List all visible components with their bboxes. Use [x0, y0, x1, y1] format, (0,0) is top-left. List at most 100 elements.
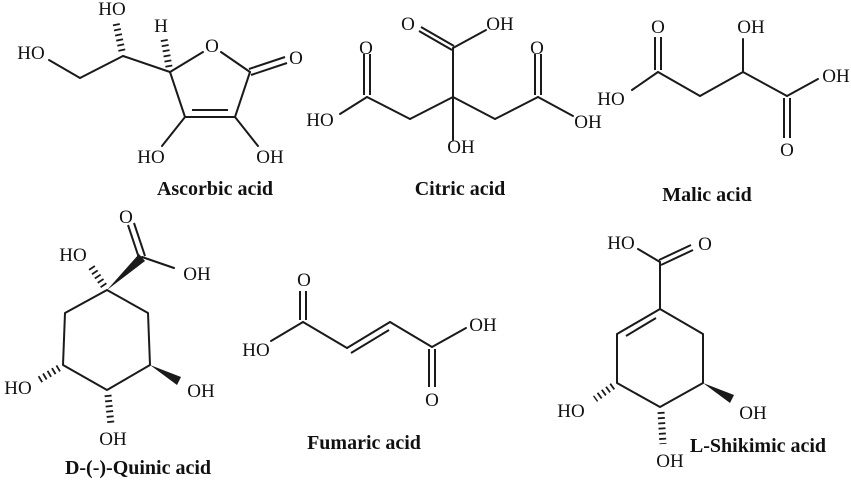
bond	[431, 327, 467, 348]
hashed-bond	[657, 411, 667, 445]
quinic-c4-hydroxyl-label: OH	[99, 429, 127, 450]
bond	[699, 71, 744, 97]
citric-top-carboxyl-hydroxyl-label: OH	[486, 14, 514, 35]
bond	[657, 71, 701, 97]
double-bond	[420, 26, 455, 47]
quinic-acid-name: D-(-)-Quinic acid	[65, 457, 211, 479]
cyclohexene-ring	[616, 308, 704, 408]
citric-acid-structure: O O OH O HO OH OH Citric acid	[306, 14, 602, 200]
bond	[452, 29, 487, 49]
fumaric-acid-name: Fumaric acid	[307, 432, 421, 454]
bond	[234, 71, 251, 118]
bond	[302, 321, 348, 349]
bond	[169, 71, 186, 118]
citric-right-carboxyl-hydroxyl-label: OH	[574, 112, 602, 133]
malic-acid-bonds	[631, 37, 819, 138]
double-bond-inner	[625, 317, 657, 337]
wedge-bond	[703, 383, 734, 403]
malic-acid-structure: O OH OH HO O Malic acid	[597, 17, 850, 206]
bond	[537, 96, 574, 117]
double-bond	[248, 56, 286, 70]
double-bond	[418, 30, 453, 51]
fumaric-acid-structure: O HO OH O Fumaric acid	[242, 270, 497, 454]
wedge-bond	[107, 254, 145, 290]
bond	[637, 248, 661, 263]
hashed-bond	[592, 383, 616, 402]
double-bond	[250, 62, 288, 76]
bond	[48, 59, 81, 79]
ascorbic-enediol-hydroxyl-right-label: OH	[256, 147, 284, 168]
fumaric-left-carboxyl-hydroxyl-label: HO	[242, 340, 269, 361]
bond	[346, 321, 391, 349]
ascorbic-stereo-hydrogen-label: H	[154, 16, 168, 37]
citric-left-carboxyl-hydroxyl-label: HO	[306, 110, 333, 131]
hashed-bond	[104, 394, 115, 426]
hashed-bond	[160, 38, 173, 68]
shikimic-c4-hydroxyl-label: OH	[656, 451, 684, 472]
double-bond	[660, 249, 694, 266]
shikimic-acid-bonds	[592, 244, 734, 445]
citric-acid-name: Citric acid	[415, 178, 506, 200]
shikimic-c5-hydroxyl-label: OH	[739, 403, 767, 424]
citric-right-carbonyl-oxygen-label: O	[530, 38, 544, 59]
ascorbic-enediol-hydroxyl-left-label: HO	[137, 147, 164, 168]
bond	[742, 71, 788, 97]
quinic-c1-hydroxyl-label: HO	[59, 245, 86, 266]
shikimic-acid-structure: HO O HO OH OH L-Shikimic acid	[557, 233, 826, 472]
bond	[79, 55, 124, 79]
fumaric-acid-bonds	[270, 291, 467, 387]
fumaric-bottom-carbonyl-oxygen-label: O	[425, 390, 439, 411]
malic-right-carboxyl-hydroxyl-label: OH	[822, 66, 850, 87]
ascorbic-acid-name: Ascorbic acid	[157, 178, 273, 200]
hashed-bond	[37, 364, 61, 384]
double-bond	[127, 224, 140, 259]
ascorbic-carbonyl-oxygen-label: O	[289, 48, 303, 69]
bond	[786, 78, 819, 97]
bond	[122, 55, 171, 73]
ascorbic-acid-structure: HO H O HO O HO OH Ascorbic acid	[17, 0, 303, 200]
fumaric-top-carbonyl-oxygen-label: O	[297, 270, 311, 291]
hashed-bond	[87, 263, 107, 288]
bond	[220, 51, 251, 73]
malic-right-carbonyl-oxygen-label: O	[780, 140, 794, 161]
bond	[270, 321, 304, 342]
cyclohexane-ring	[62, 289, 151, 391]
citric-acid-bonds	[339, 26, 574, 141]
quinic-carbonyl-oxygen-label: O	[119, 207, 133, 228]
fumaric-right-carboxyl-hydroxyl-label: OH	[469, 315, 497, 336]
ascorbic-sidechain-hydroxyl-label: HO	[98, 0, 125, 20]
bond	[366, 96, 411, 120]
ascorbic-primary-hydroxyl-label: HO	[17, 43, 44, 64]
shikimic-acid-name: L-Shikimic acid	[690, 435, 826, 457]
bond	[409, 96, 454, 120]
bond	[631, 71, 659, 91]
quinic-c5-hydroxyl-label: OH	[187, 381, 215, 402]
citric-central-hydroxyl-label: OH	[447, 137, 475, 158]
double-bond	[133, 222, 146, 257]
quinic-acid-bonds	[37, 222, 181, 426]
wedge-bond	[150, 365, 181, 385]
bond	[141, 256, 175, 269]
bond	[161, 116, 186, 147]
bond	[169, 51, 204, 73]
citric-left-carbonyl-oxygen-label: O	[359, 38, 373, 59]
bond	[494, 96, 539, 120]
quinic-acid-structure: O HO OH HO OH OH D-(-)-Quinic acid	[4, 207, 215, 479]
malic-alpha-hydroxyl-label: OH	[737, 17, 765, 38]
quinic-carboxyl-hydroxyl-label: OH	[183, 264, 211, 285]
double-bond-inner	[350, 329, 390, 354]
shikimic-carbonyl-oxygen-label: O	[698, 234, 712, 255]
double-bond	[658, 244, 692, 261]
ascorbic-ring-oxygen-label: O	[205, 36, 219, 57]
bond	[389, 321, 433, 348]
citric-top-carbonyl-oxygen-label: O	[401, 14, 415, 35]
malic-left-carbonyl-oxygen-label: O	[651, 17, 665, 38]
bond	[452, 96, 496, 120]
shikimic-c3-hydroxyl-label: HO	[557, 401, 584, 422]
malic-acid-name: Malic acid	[662, 184, 751, 206]
bond	[339, 96, 368, 115]
hashed-bond	[112, 22, 126, 52]
malic-left-carboxyl-hydroxyl-label: HO	[597, 89, 624, 110]
